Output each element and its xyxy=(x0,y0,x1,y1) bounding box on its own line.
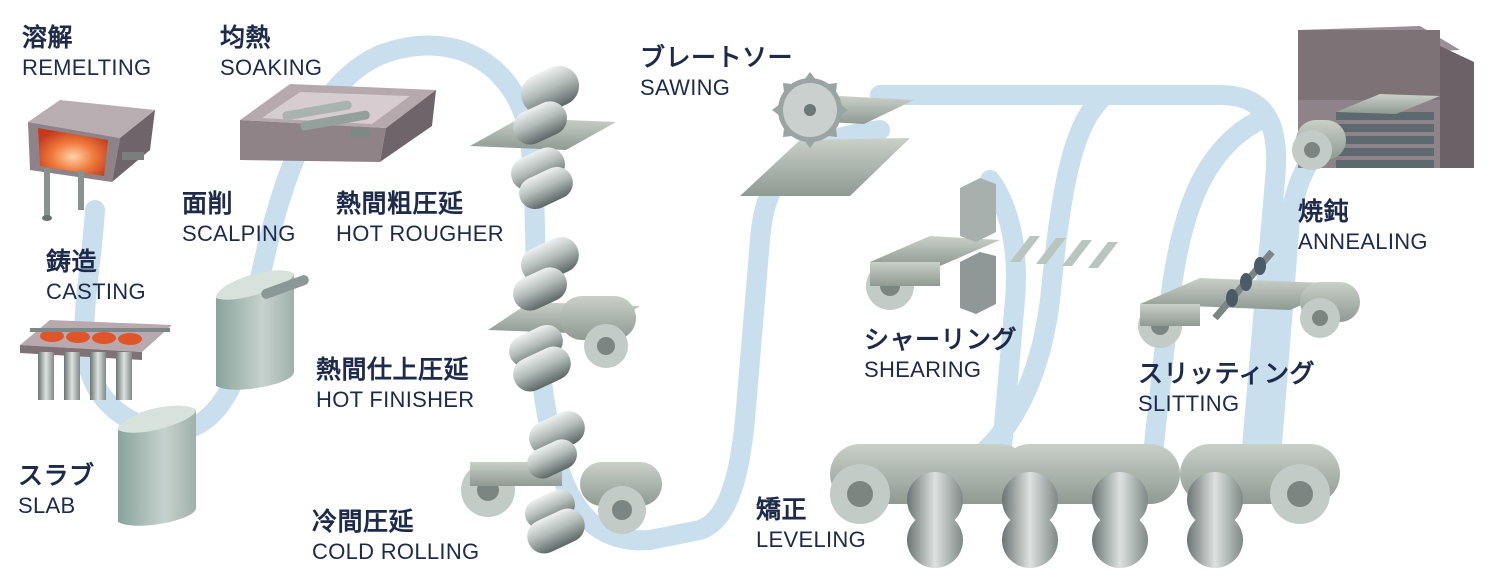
label-hot-rougher-jp: 熱間粗圧延 xyxy=(336,189,464,218)
label-scalping-en: SCALPING xyxy=(182,220,296,246)
slab-ingot xyxy=(118,405,196,526)
label-remelting: 溶解 REMELTING xyxy=(22,23,152,80)
label-leveling-jp: 矯正 xyxy=(756,495,808,524)
label-slitting-en: SLITTING xyxy=(1138,390,1240,416)
casting-machine xyxy=(20,320,172,400)
label-casting-en: CASTING xyxy=(46,278,146,304)
label-remelting-en: REMELTING xyxy=(22,54,152,80)
remelting-furnace xyxy=(28,100,155,221)
label-leveling: 矯正 LEVELING xyxy=(756,495,867,552)
label-cold-rolling-jp: 冷間圧延 xyxy=(312,507,415,536)
label-casting: 鋳造 CASTING xyxy=(46,247,146,304)
leveling-machine xyxy=(830,444,1340,568)
label-slab-jp: スラブ xyxy=(18,461,95,490)
label-leveling-en: LEVELING xyxy=(756,526,867,552)
label-soaking-jp: 均熱 xyxy=(220,23,272,52)
label-shearing: シャーリング SHEARING xyxy=(864,325,1018,382)
label-scalping: 面削 SCALPING xyxy=(182,189,296,246)
label-cold-rolling: 冷間圧延 COLD ROLLING xyxy=(312,507,480,564)
label-slab-en: SLAB xyxy=(18,492,76,518)
label-slitting: スリッティング SLITTING xyxy=(1138,359,1316,416)
label-casting-jp: 鋳造 xyxy=(46,247,98,276)
sawing-machine xyxy=(740,72,914,196)
label-cold-rolling-en: COLD ROLLING xyxy=(312,538,480,564)
label-shearing-jp: シャーリング xyxy=(864,325,1018,354)
label-hot-rougher-en: HOT ROUGHER xyxy=(336,220,504,246)
label-annealing: 焼鈍 ANNEALING xyxy=(1298,197,1428,254)
label-sawing-jp: ブレートソー xyxy=(640,43,794,72)
label-remelting-jp: 溶解 xyxy=(22,23,74,52)
label-soaking-en: SOAKING xyxy=(220,54,323,80)
label-soaking: 均熱 SOAKING xyxy=(220,23,323,80)
slitting-machine xyxy=(1138,249,1360,348)
label-sawing: ブレートソー SAWING xyxy=(640,43,794,100)
label-hot-rougher: 熱間粗圧延 HOT ROUGHER xyxy=(336,189,504,246)
label-annealing-en: ANNEALING xyxy=(1298,228,1428,254)
hot-rougher-mill xyxy=(470,65,616,210)
label-hot-finisher: 熱間仕上圧延 HOT FINISHER xyxy=(316,355,475,412)
label-annealing-jp: 焼鈍 xyxy=(1298,197,1350,226)
label-scalping-jp: 面削 xyxy=(182,189,234,218)
label-hot-finisher-jp: 熱間仕上圧延 xyxy=(316,355,470,384)
label-shearing-en: SHEARING xyxy=(864,356,982,382)
label-slab: スラブ SLAB xyxy=(18,461,95,518)
shearing-machine xyxy=(866,178,1118,314)
hot-finisher-mill xyxy=(488,236,640,392)
label-hot-finisher-en: HOT FINISHER xyxy=(316,386,475,412)
scalping-machine xyxy=(216,270,309,390)
label-slitting-jp: スリッティング xyxy=(1138,359,1316,388)
cold-rolling-mill xyxy=(461,410,662,554)
annealing-furnace xyxy=(1292,26,1474,170)
label-sawing-en: SAWING xyxy=(640,74,731,100)
soaking-furnace xyxy=(240,84,436,162)
